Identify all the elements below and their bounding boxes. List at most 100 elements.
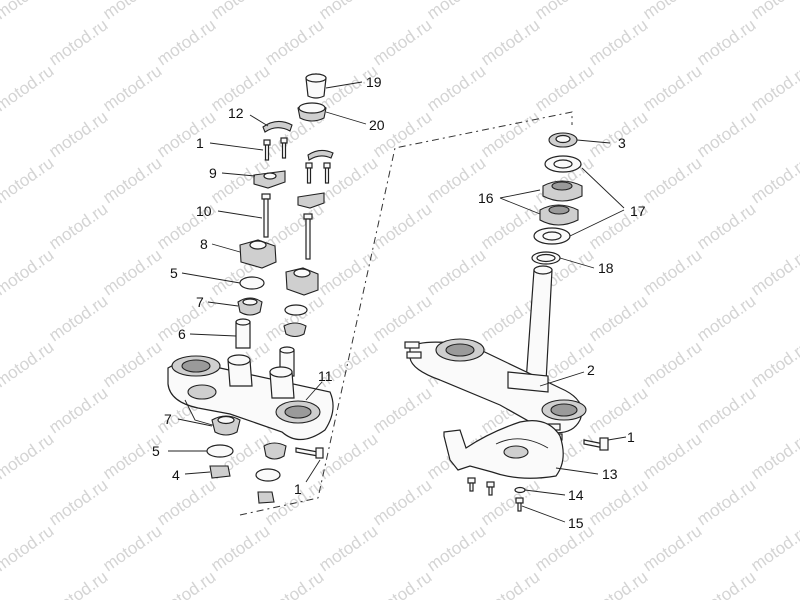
watermark-text: motod.ru <box>261 567 327 600</box>
callout-8: 8 <box>200 236 208 252</box>
watermark-text: motod.ru <box>369 475 435 529</box>
watermark-text: motod.ru <box>0 61 57 115</box>
part-12-cap-right <box>307 149 334 161</box>
callout-19: 19 <box>366 74 382 90</box>
watermark-text: motod.ru <box>45 383 111 437</box>
callout-1-right: 1 <box>627 429 635 445</box>
callout-16: 16 <box>478 190 494 206</box>
watermark-text: motod.ru <box>45 567 111 600</box>
watermark-text: motod.ru <box>99 153 165 207</box>
watermark-text: motod.ru <box>369 383 435 437</box>
watermark-text: motod.ru <box>99 0 165 23</box>
watermark-text: motod.ru <box>693 475 759 529</box>
part-14-15-screws <box>467 477 526 512</box>
watermark-text: motod.ru <box>639 337 705 391</box>
part-10-bolts <box>261 193 313 260</box>
callout-6: 6 <box>178 326 186 342</box>
watermark-text: motod.ru <box>693 383 759 437</box>
watermark-text: motod.ru <box>639 0 705 23</box>
watermark-text: motod.ru <box>315 429 381 483</box>
watermark-text: motod.ru <box>0 337 57 391</box>
part-8-riser <box>239 239 277 269</box>
watermark-text: motod.ru <box>639 245 705 299</box>
watermark-text: motod.ru <box>0 521 57 575</box>
callout-15: 15 <box>568 515 584 531</box>
watermark-text: motod.ru <box>585 567 651 600</box>
watermark-text: motod.ru <box>0 429 57 483</box>
watermark-text: motod.ru <box>531 521 597 575</box>
watermark-text: motod.ru <box>207 521 273 575</box>
watermark-text: motod.ru <box>639 61 705 115</box>
watermark-text: motod.ru <box>585 383 651 437</box>
watermark-text: motod.ru <box>99 337 165 391</box>
watermark-text: motod.ru <box>477 567 543 600</box>
watermark-text: motod.ru <box>747 245 800 299</box>
watermark-text: motod.ru <box>747 153 800 207</box>
callout-1-top: 1 <box>196 135 204 151</box>
watermark-text: motod.ru <box>99 521 165 575</box>
watermark-text: motod.ru <box>477 199 543 253</box>
part-1-bolt-bottom <box>295 447 319 457</box>
callout-20: 20 <box>369 117 385 133</box>
callout-10: 10 <box>196 203 212 219</box>
part-12-cap <box>262 120 293 133</box>
watermark-text: motod.ru <box>0 153 57 207</box>
watermark-text: motod.ru <box>369 199 435 253</box>
watermark-text: motod.ru <box>153 567 219 600</box>
watermark-text: motod.ru <box>153 291 219 345</box>
watermark-text: motod.ru <box>45 475 111 529</box>
watermark-text: motod.ru <box>585 291 651 345</box>
watermark-text: motod.ru <box>207 0 273 23</box>
watermark-text: motod.ru <box>423 61 489 115</box>
callout-14: 14 <box>568 487 584 503</box>
callout-5-bottom: 5 <box>152 443 160 459</box>
watermark-text: motod.ru <box>477 15 543 69</box>
watermark-text: motod.ru <box>639 429 705 483</box>
watermark-text: motod.ru <box>153 475 219 529</box>
watermark-text: motod.ru <box>693 567 759 600</box>
part-9-clamp-right <box>297 192 325 209</box>
part-5-washer-top <box>239 276 265 290</box>
part-6-sleeve <box>235 321 251 349</box>
watermark-text: motod.ru <box>315 0 381 23</box>
watermark-text: motod.ru <box>99 245 165 299</box>
watermark-text: motod.ru <box>693 107 759 161</box>
part-11-upper-clamp <box>167 354 334 441</box>
watermark-text: motod.ru <box>747 521 800 575</box>
watermark-text: motod.ru <box>423 245 489 299</box>
callout-1-bottom: 1 <box>294 481 302 497</box>
watermark-text: motod.ru <box>423 521 489 575</box>
watermark-text: motod.ru <box>45 15 111 69</box>
watermark-text: motod.ru <box>747 0 800 23</box>
assembly-separator-line <box>239 111 573 516</box>
callout-numbers: 1 12 9 10 8 5 7 6 11 7 5 4 1 19 20 3 16 … <box>152 74 646 531</box>
leader-lines <box>168 81 627 523</box>
watermark-text: motod.ru <box>747 429 800 483</box>
callout-9: 9 <box>209 165 217 181</box>
watermark-text: motod.ru <box>0 567 3 600</box>
callout-4: 4 <box>172 467 180 483</box>
watermark-text: motod.ru <box>369 15 435 69</box>
watermark-text: motod.ru <box>693 199 759 253</box>
watermark-text: motod.ru <box>639 521 705 575</box>
watermark-text: motod.ru <box>639 153 705 207</box>
callout-3: 3 <box>618 135 626 151</box>
callout-13: 13 <box>602 466 618 482</box>
watermark-text: motod.ru <box>0 245 57 299</box>
watermark-text: motod.ru <box>423 0 489 23</box>
watermark-text: motod.ru <box>369 107 435 161</box>
watermark-text: motod.ru <box>99 61 165 115</box>
callout-17: 17 <box>630 203 646 219</box>
watermark-text: motod.ru <box>531 0 597 23</box>
callout-2: 2 <box>587 362 595 378</box>
watermark-text: motod.ru <box>261 291 327 345</box>
callout-7-bottom: 7 <box>164 411 172 427</box>
watermark-text: motod.ru <box>747 61 800 115</box>
callout-11: 11 <box>318 368 333 384</box>
watermark-text: motod.ru <box>315 245 381 299</box>
watermark-text: motod.ru <box>0 0 57 23</box>
lower-triple-clamp-assembly <box>297 73 609 512</box>
watermark-text: motod.ru <box>531 61 597 115</box>
